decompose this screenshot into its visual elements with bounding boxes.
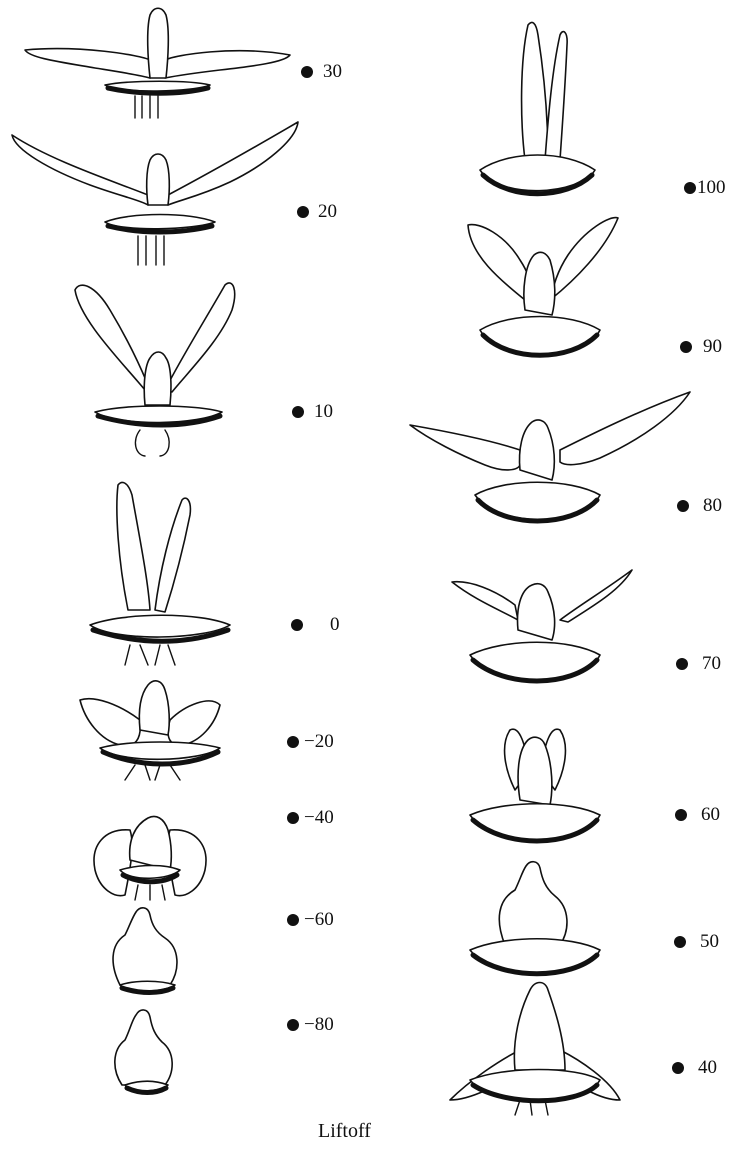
label-right-90: 90	[703, 337, 722, 356]
marker-left-30	[301, 66, 313, 78]
marker-left-neg60	[287, 914, 299, 926]
label-right-50: 50	[700, 932, 719, 951]
label-left-neg80: −80	[304, 1015, 334, 1034]
figure-caption: Liftoff	[318, 1120, 371, 1143]
label-left-neg20: −20	[304, 732, 334, 751]
label-left-0: 0	[330, 615, 340, 634]
bird-right-80	[410, 392, 690, 521]
bird-left-30	[25, 8, 290, 118]
marker-left-10	[292, 406, 304, 418]
bird-left-10	[75, 283, 235, 456]
bird-left-neg60	[113, 908, 177, 993]
bird-right-40	[450, 983, 620, 1116]
marker-right-40	[672, 1062, 684, 1074]
bird-right-90	[468, 218, 618, 356]
marker-right-100	[684, 182, 696, 194]
label-right-60: 60	[701, 805, 720, 824]
label-right-100: 100	[697, 178, 726, 197]
marker-right-60	[675, 809, 687, 821]
marker-left-neg80	[287, 1019, 299, 1031]
label-left-neg60: −60	[304, 910, 334, 929]
marker-left-neg20	[287, 736, 299, 748]
marker-right-80	[677, 500, 689, 512]
marker-right-70	[676, 658, 688, 670]
bird-right-60	[470, 729, 600, 841]
marker-right-50	[674, 936, 686, 948]
bird-left-neg40	[94, 817, 206, 901]
label-right-40: 40	[698, 1058, 717, 1077]
bird-right-70	[452, 570, 632, 681]
marker-left-0	[291, 619, 303, 631]
marker-right-90	[680, 341, 692, 353]
bird-right-100	[480, 22, 595, 193]
bird-left-neg20	[80, 681, 220, 780]
label-right-70: 70	[702, 654, 721, 673]
bird-right-50	[470, 862, 600, 974]
marker-left-20	[297, 206, 309, 218]
label-left-neg40: −40	[304, 808, 334, 827]
label-left-30: 30	[323, 62, 342, 81]
bird-left-neg80	[115, 1010, 172, 1093]
marker-left-neg40	[287, 812, 299, 824]
bird-left-0	[90, 482, 230, 665]
label-left-10: 10	[314, 402, 333, 421]
bird-left-20	[12, 122, 298, 265]
label-right-80: 80	[703, 496, 722, 515]
label-left-20: 20	[318, 202, 337, 221]
